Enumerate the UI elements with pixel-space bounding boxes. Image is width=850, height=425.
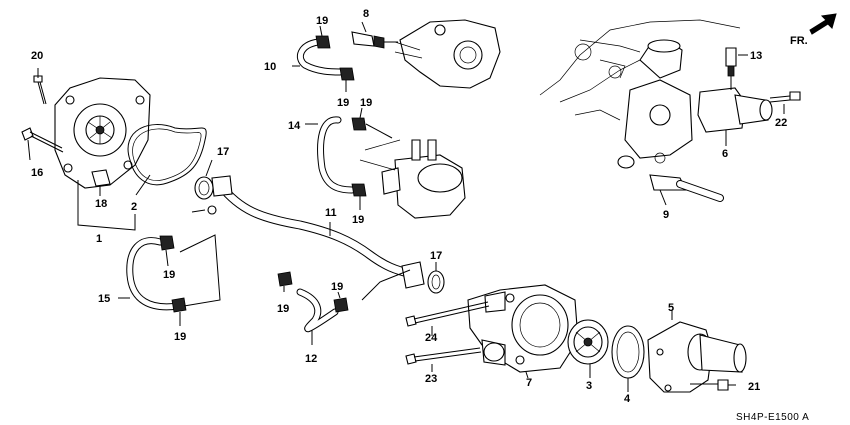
callout-19-hose15-bottom: 19 xyxy=(174,331,186,343)
thermostat-3 xyxy=(567,319,609,378)
engine-block-outline xyxy=(539,19,741,121)
bolt-21 xyxy=(690,379,736,391)
callout-14: 14 xyxy=(288,120,301,132)
water-outlet-6 xyxy=(697,87,773,146)
clamp-19-hose10-bottom xyxy=(339,67,355,92)
water-pump-bolt-20 xyxy=(33,75,47,105)
clamp-19-hose15-bottom xyxy=(171,297,187,326)
callout-3: 3 xyxy=(586,380,592,392)
callout-24: 24 xyxy=(425,332,438,344)
callout-22: 22 xyxy=(775,117,787,129)
callout-2: 2 xyxy=(131,201,137,213)
clamp-19-hose12-left xyxy=(277,271,293,292)
fitting-8 xyxy=(351,21,398,49)
o-ring-17-lower xyxy=(427,262,445,294)
callout-4: 4 xyxy=(624,393,631,405)
thermostat-cover-5 xyxy=(647,310,747,393)
callout-19-hose12-left: 19 xyxy=(277,303,289,315)
callout-13: 13 xyxy=(750,50,762,62)
leader-1 xyxy=(77,180,136,231)
callout-11: 11 xyxy=(325,207,337,219)
callout-23: 23 xyxy=(425,373,437,385)
callout-21: 21 xyxy=(748,381,760,393)
callout-7: 7 xyxy=(526,377,532,389)
clamp-19-hose12-right xyxy=(333,291,349,313)
callout-12: 12 xyxy=(305,353,317,365)
water-pump-bolt-16 xyxy=(21,127,64,153)
callout-20: 20 xyxy=(31,50,43,62)
hose-10 xyxy=(292,38,344,76)
callout-15: 15 xyxy=(98,293,110,305)
callout-17-lower: 17 xyxy=(430,250,442,262)
clamp-19-hose14-top xyxy=(351,107,393,139)
hose-15 xyxy=(118,237,182,311)
clamp-19-hose14-bottom xyxy=(351,183,367,210)
front-indicator-label: FR. xyxy=(790,35,808,47)
callout-8: 8 xyxy=(363,8,369,20)
callout-19-hose10-bottom: 19 xyxy=(337,97,349,109)
callout-18: 18 xyxy=(95,198,107,210)
thermostat-housing-7 xyxy=(467,284,579,379)
leader-2 xyxy=(135,174,151,196)
callout-5: 5 xyxy=(668,302,674,314)
hose-12 xyxy=(296,288,339,345)
idle-air-control-unit xyxy=(359,139,466,219)
water-pump xyxy=(54,77,151,189)
callout-19-hose10-top: 19 xyxy=(316,15,328,27)
front-direction-arrow xyxy=(809,13,837,35)
callout-19-hose12-right: 19 xyxy=(331,281,343,293)
leader-16 xyxy=(27,139,31,161)
bolt-23 xyxy=(405,347,482,372)
clamp-19-hose15-top xyxy=(159,235,175,267)
sensor-13 xyxy=(725,47,748,90)
callout-19-hose14-bottom: 19 xyxy=(352,214,364,226)
thermostat-gasket-4 xyxy=(611,325,645,392)
callout-19-hose15-top: 19 xyxy=(163,269,175,281)
callout-10: 10 xyxy=(264,61,276,73)
hose-14 xyxy=(305,116,356,194)
intake-manifold-upper xyxy=(394,19,501,89)
callout-16: 16 xyxy=(31,167,43,179)
callout-9: 9 xyxy=(663,209,669,221)
leader-hose15-bracket xyxy=(179,234,221,307)
bypass-pipe-11 xyxy=(191,175,425,301)
filler-neck xyxy=(617,39,693,169)
bolt-22 xyxy=(769,91,801,114)
bolt-24 xyxy=(405,301,490,336)
heater-pipe-9 xyxy=(649,174,724,206)
callout-1: 1 xyxy=(96,233,102,245)
pump-gasket-2 xyxy=(127,124,207,186)
o-ring-17-upper xyxy=(194,159,214,200)
callout-6: 6 xyxy=(722,148,728,160)
callout-19-hose14-top: 19 xyxy=(360,97,372,109)
diagram-code: SH4P-E1500 A xyxy=(736,412,809,423)
clamp-19-hose10-top xyxy=(315,25,331,49)
callout-17-upper: 17 xyxy=(217,146,229,158)
